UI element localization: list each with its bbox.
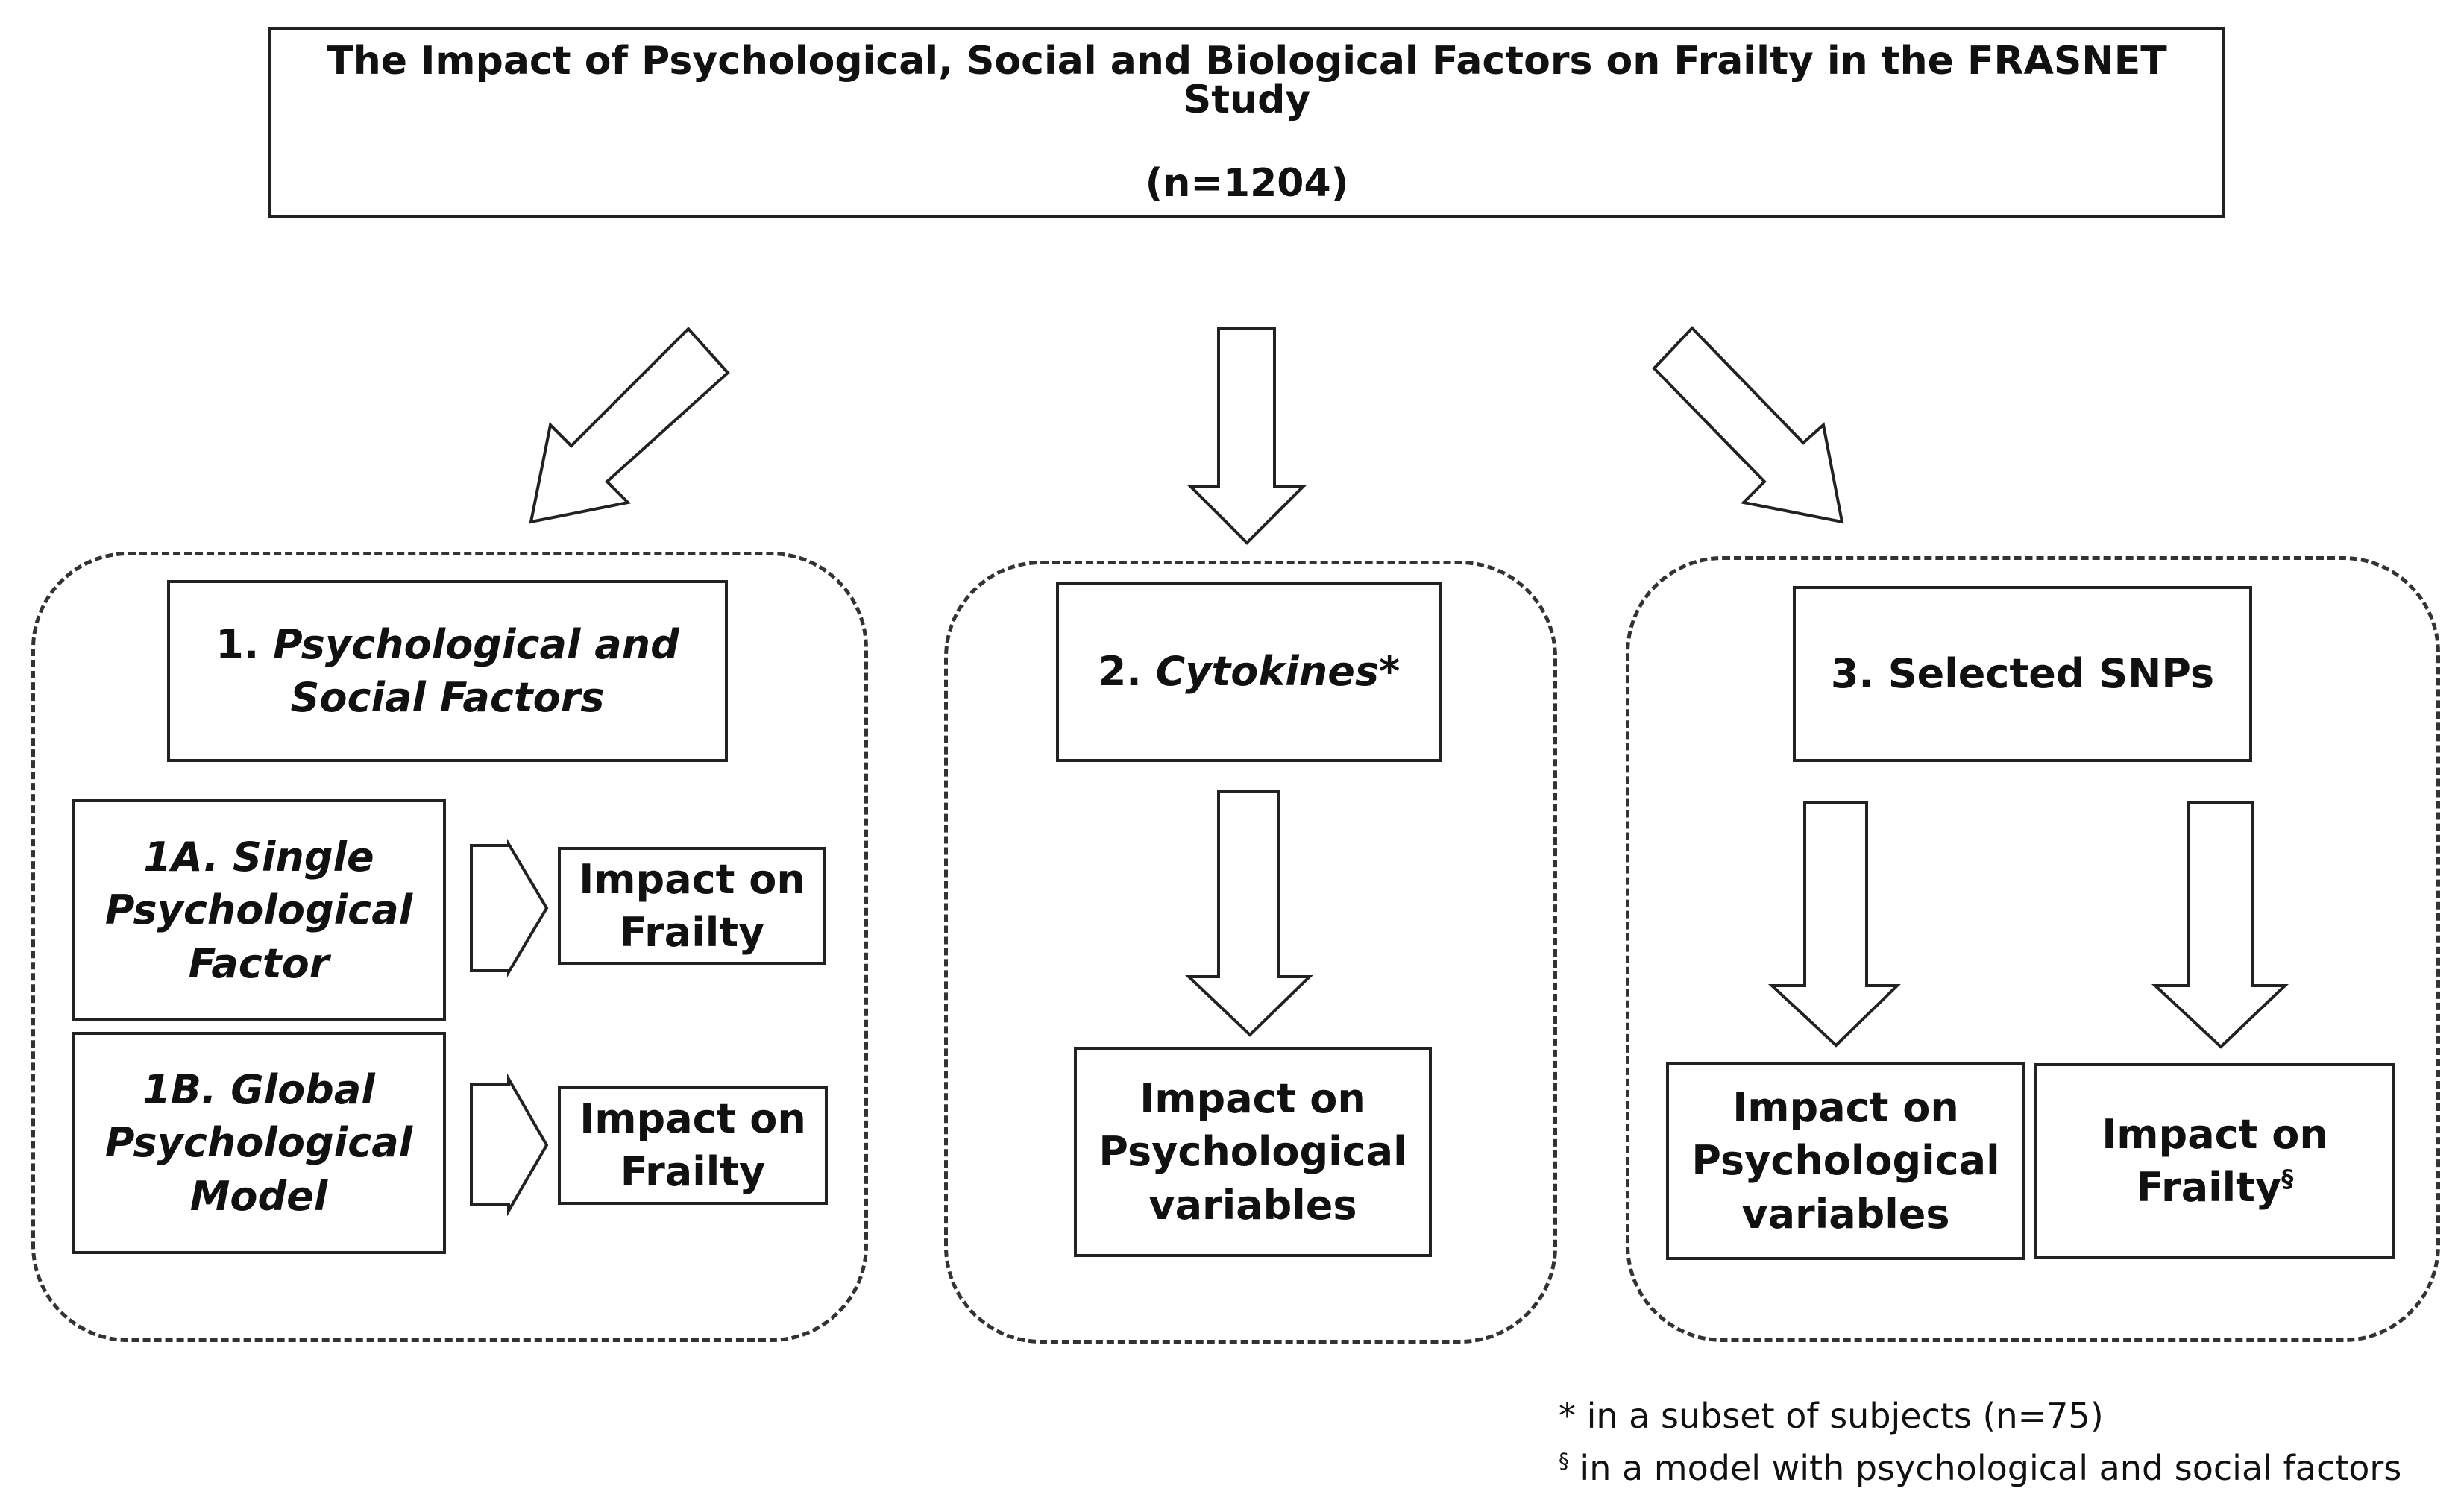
group-2-container <box>944 561 1557 1344</box>
group-1-container <box>31 552 868 1342</box>
impact-on-frailty-1a-box: Impact on Frailty <box>558 847 826 965</box>
snps-impact-frailty-box: Impact on Frailty§ <box>2034 1063 2395 1259</box>
arrow-down-center <box>1186 327 1307 545</box>
panel2-outcome-line2: Psychological <box>1098 1128 1407 1176</box>
footnote-subset: * in a subset of subjects (n=75) <box>1559 1396 2104 1436</box>
cytokines-impact-psychological-box: Impact on Psychological variables <box>1074 1047 1432 1257</box>
panel3-left-line3: variables <box>1741 1190 1950 1238</box>
panel2-outcome-line1: Impact on <box>1140 1075 1366 1123</box>
panel3-left-line1: Impact on <box>1732 1084 1959 1132</box>
sub-a-line3: Factor <box>188 939 330 987</box>
arrow-right-1a <box>470 838 549 978</box>
arrow-down-snps-right <box>2151 801 2289 1049</box>
panel1-title-line1: Psychological and <box>273 620 679 668</box>
footnote-star-text: in a subset of subjects (n=75) <box>1586 1396 2104 1436</box>
sub-b-line1: 1B. Global <box>142 1066 375 1114</box>
panel3-right-line1: Impact on <box>2102 1110 2328 1158</box>
selected-snps-box: 3. Selected SNPs <box>1793 586 2252 762</box>
single-psychological-factor-box: 1A. Single Psychological Factor <box>72 799 446 1021</box>
outcome-a-line2: Frailty <box>619 909 765 956</box>
footnote-section-mark: § <box>1559 1448 1569 1473</box>
footnote-section-text: in a model with psychological and social… <box>1580 1448 2402 1488</box>
panel3-title: 3. Selected SNPs <box>1830 650 2215 698</box>
cytokines-box: 2. Cytokines* <box>1056 582 1442 762</box>
panel1-number: 1. <box>216 620 260 668</box>
section-mark: § <box>2281 1165 2294 1193</box>
outcome-b-line2: Frailty <box>620 1148 766 1195</box>
arrow-right-1b <box>470 1073 549 1217</box>
panel3-right-line2: Frailty <box>2136 1164 2282 1211</box>
arrow-down-snps-left <box>1767 801 1901 1048</box>
panel2-outcome-line3: variables <box>1148 1181 1357 1229</box>
sub-b-line3: Model <box>189 1172 328 1220</box>
outcome-a-line1: Impact on <box>579 855 805 903</box>
header-box: The Impact of Psychological, Social and … <box>268 27 2225 218</box>
footnote-star-mark: * <box>1559 1396 1576 1436</box>
panel1-title-line2: Social Factors <box>290 674 605 721</box>
impact-on-frailty-1b-box: Impact on Frailty <box>558 1086 828 1205</box>
sub-a-line1: 1A. Single <box>143 834 374 881</box>
footnote-model: § in a model with psychological and soci… <box>1559 1448 2401 1488</box>
arrow-diagonal-left <box>529 327 730 524</box>
arrow-diagonal-right <box>1652 326 1844 524</box>
panel2-title: Cytokines* <box>1155 648 1401 696</box>
sample-size: (n=1204) <box>1145 161 1349 206</box>
panel3-left-line2: Psychological <box>1691 1137 2000 1185</box>
sub-b-line2: Psychological <box>104 1119 413 1167</box>
outcome-b-line1: Impact on <box>579 1094 806 1142</box>
group-3-container <box>1626 556 2440 1342</box>
panel2-number: 2. <box>1098 648 1142 696</box>
snps-impact-psychological-box: Impact on Psychological variables <box>1666 1062 2025 1260</box>
sub-a-line2: Psychological <box>104 886 413 934</box>
arrow-down-cytokines <box>1184 790 1313 1037</box>
global-psychological-model-box: 1B. Global Psychological Model <box>72 1032 446 1254</box>
psychological-social-factors-box: 1. Psychological and Social Factors <box>167 580 728 762</box>
diagram-title: The Impact of Psychological, Social and … <box>327 39 2167 122</box>
